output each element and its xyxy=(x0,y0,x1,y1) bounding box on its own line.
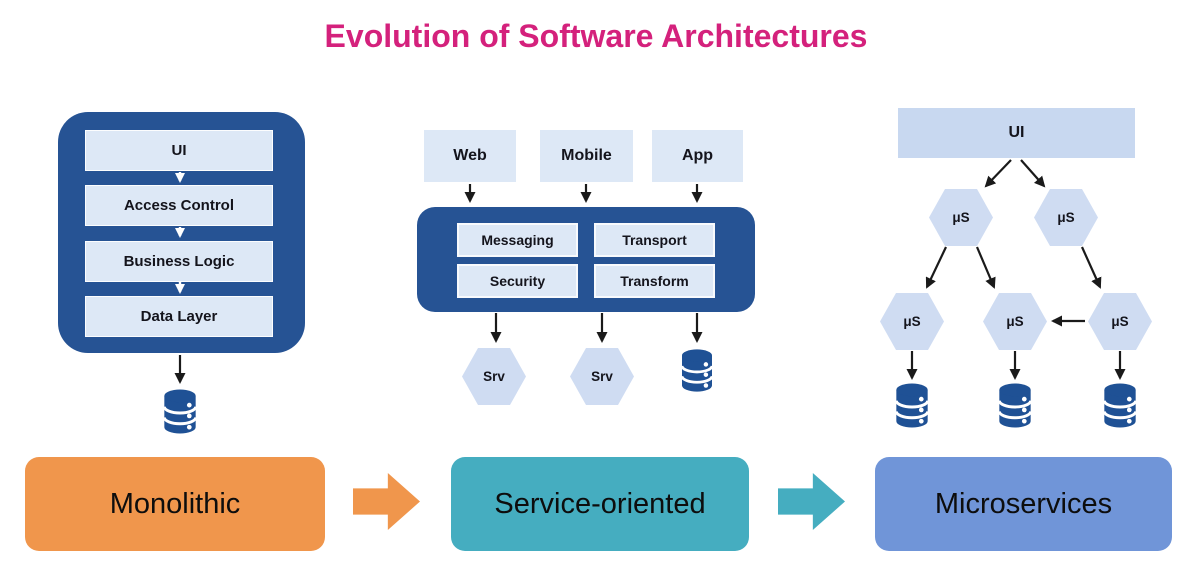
soa-service-node-1: Srv xyxy=(462,348,526,405)
arrow-ui-to-microservice-1 xyxy=(984,159,1012,188)
esb-component-messaging: Messaging xyxy=(457,223,578,257)
microservice-node-3: μS xyxy=(880,293,944,350)
esb-component-transport: Transport xyxy=(594,223,715,257)
client-box-mobile: Mobile xyxy=(540,130,633,182)
monolith-layer-business-logic: Business Logic xyxy=(85,241,273,282)
esb-container: Messaging Transport Security Transform xyxy=(417,207,755,312)
database-icon xyxy=(893,382,931,429)
microservice-node-2: μS xyxy=(1034,189,1098,246)
database-icon xyxy=(161,388,199,435)
microservice-node-5: μS xyxy=(1088,293,1152,350)
monolith-container: UI Access Control Business Logic Data La… xyxy=(58,112,305,353)
monolith-layer-data-layer: Data Layer xyxy=(85,296,273,337)
microservices-ui-bar: UI xyxy=(898,108,1135,158)
database-icon xyxy=(679,348,715,393)
monolith-layer-ui: UI xyxy=(85,130,273,171)
esb-component-security: Security xyxy=(457,264,578,298)
client-box-app: App xyxy=(652,130,743,182)
arrow-soa-to-microservices-icon xyxy=(778,473,845,530)
arrow-monolithic-to-soa-icon xyxy=(353,473,420,530)
monolith-layer-access-control: Access Control xyxy=(85,185,273,226)
arrow-ui-to-microservice-2 xyxy=(1020,159,1046,188)
database-icon xyxy=(996,382,1034,429)
esb-component-transform: Transform xyxy=(594,264,715,298)
client-box-web: Web xyxy=(424,130,516,182)
stage-label-microservices: Microservices xyxy=(875,457,1172,551)
stage-label-service-oriented: Service-oriented xyxy=(451,457,749,551)
stage-label-monolithic: Monolithic xyxy=(25,457,325,551)
database-icon xyxy=(1101,382,1139,429)
arrow-microservice-1-to-3 xyxy=(925,246,947,289)
arrow-microservice-2-to-5 xyxy=(1080,246,1102,289)
arrow-microservice-1-to-4 xyxy=(975,246,996,289)
microservice-node-4: μS xyxy=(983,293,1047,350)
microservice-node-1: μS xyxy=(929,189,993,246)
page-title: Evolution of Software Architectures xyxy=(324,18,868,54)
soa-service-node-2: Srv xyxy=(570,348,634,405)
